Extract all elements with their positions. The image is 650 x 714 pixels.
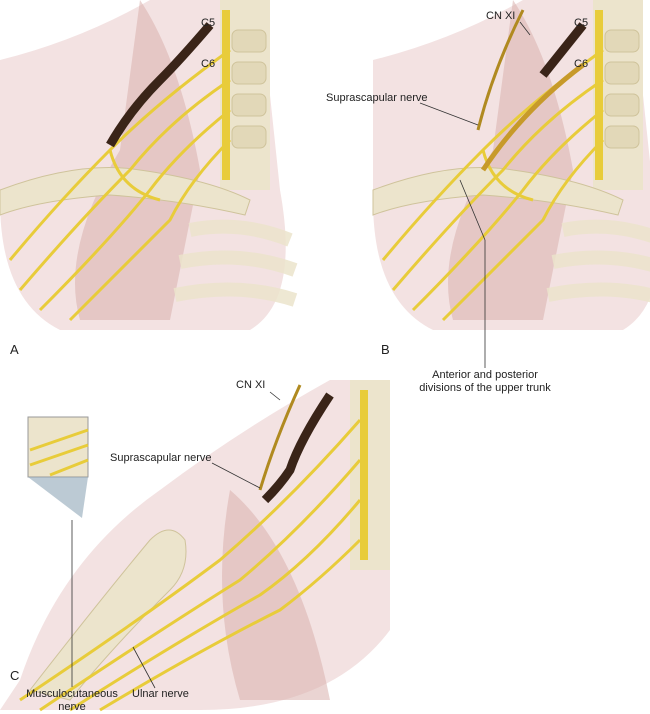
c5-label: C5 (574, 17, 589, 29)
suprascapular-nerve-label: Suprascapular nerve (110, 452, 212, 464)
divisions-label-line2: divisions of the upper trunk (419, 382, 551, 394)
musculocutaneous-line2: nerve (58, 701, 86, 713)
musculocutaneous-nerve-label: Musculocutaneous nerve (22, 688, 122, 714)
cn-xi-label: CN XI (486, 10, 516, 22)
panel-c-drawing (0, 380, 390, 712)
ulnar-nerve-label: Ulnar nerve (132, 688, 189, 700)
cn-xi-label: CN XI (236, 379, 266, 391)
c5-label: C5 (201, 17, 216, 29)
musculocutaneous-line1: Musculocutaneous (26, 688, 118, 700)
leader-lines (71, 21, 531, 689)
c6-label: C6 (574, 58, 589, 70)
panel-a-label: A (10, 342, 19, 357)
panel-c-label: C (10, 668, 20, 683)
panel-b-label: B (381, 342, 390, 357)
divisions-label-line1: Anterior and posterior (432, 369, 538, 381)
suprascapular-nerve-label: Suprascapular nerve (326, 92, 428, 104)
c6-label: C6 (201, 58, 216, 70)
divisions-label: Anterior and posterior divisions of the … (405, 369, 565, 395)
panel-a-drawing (0, 0, 295, 330)
panel-b-drawing (373, 0, 650, 330)
